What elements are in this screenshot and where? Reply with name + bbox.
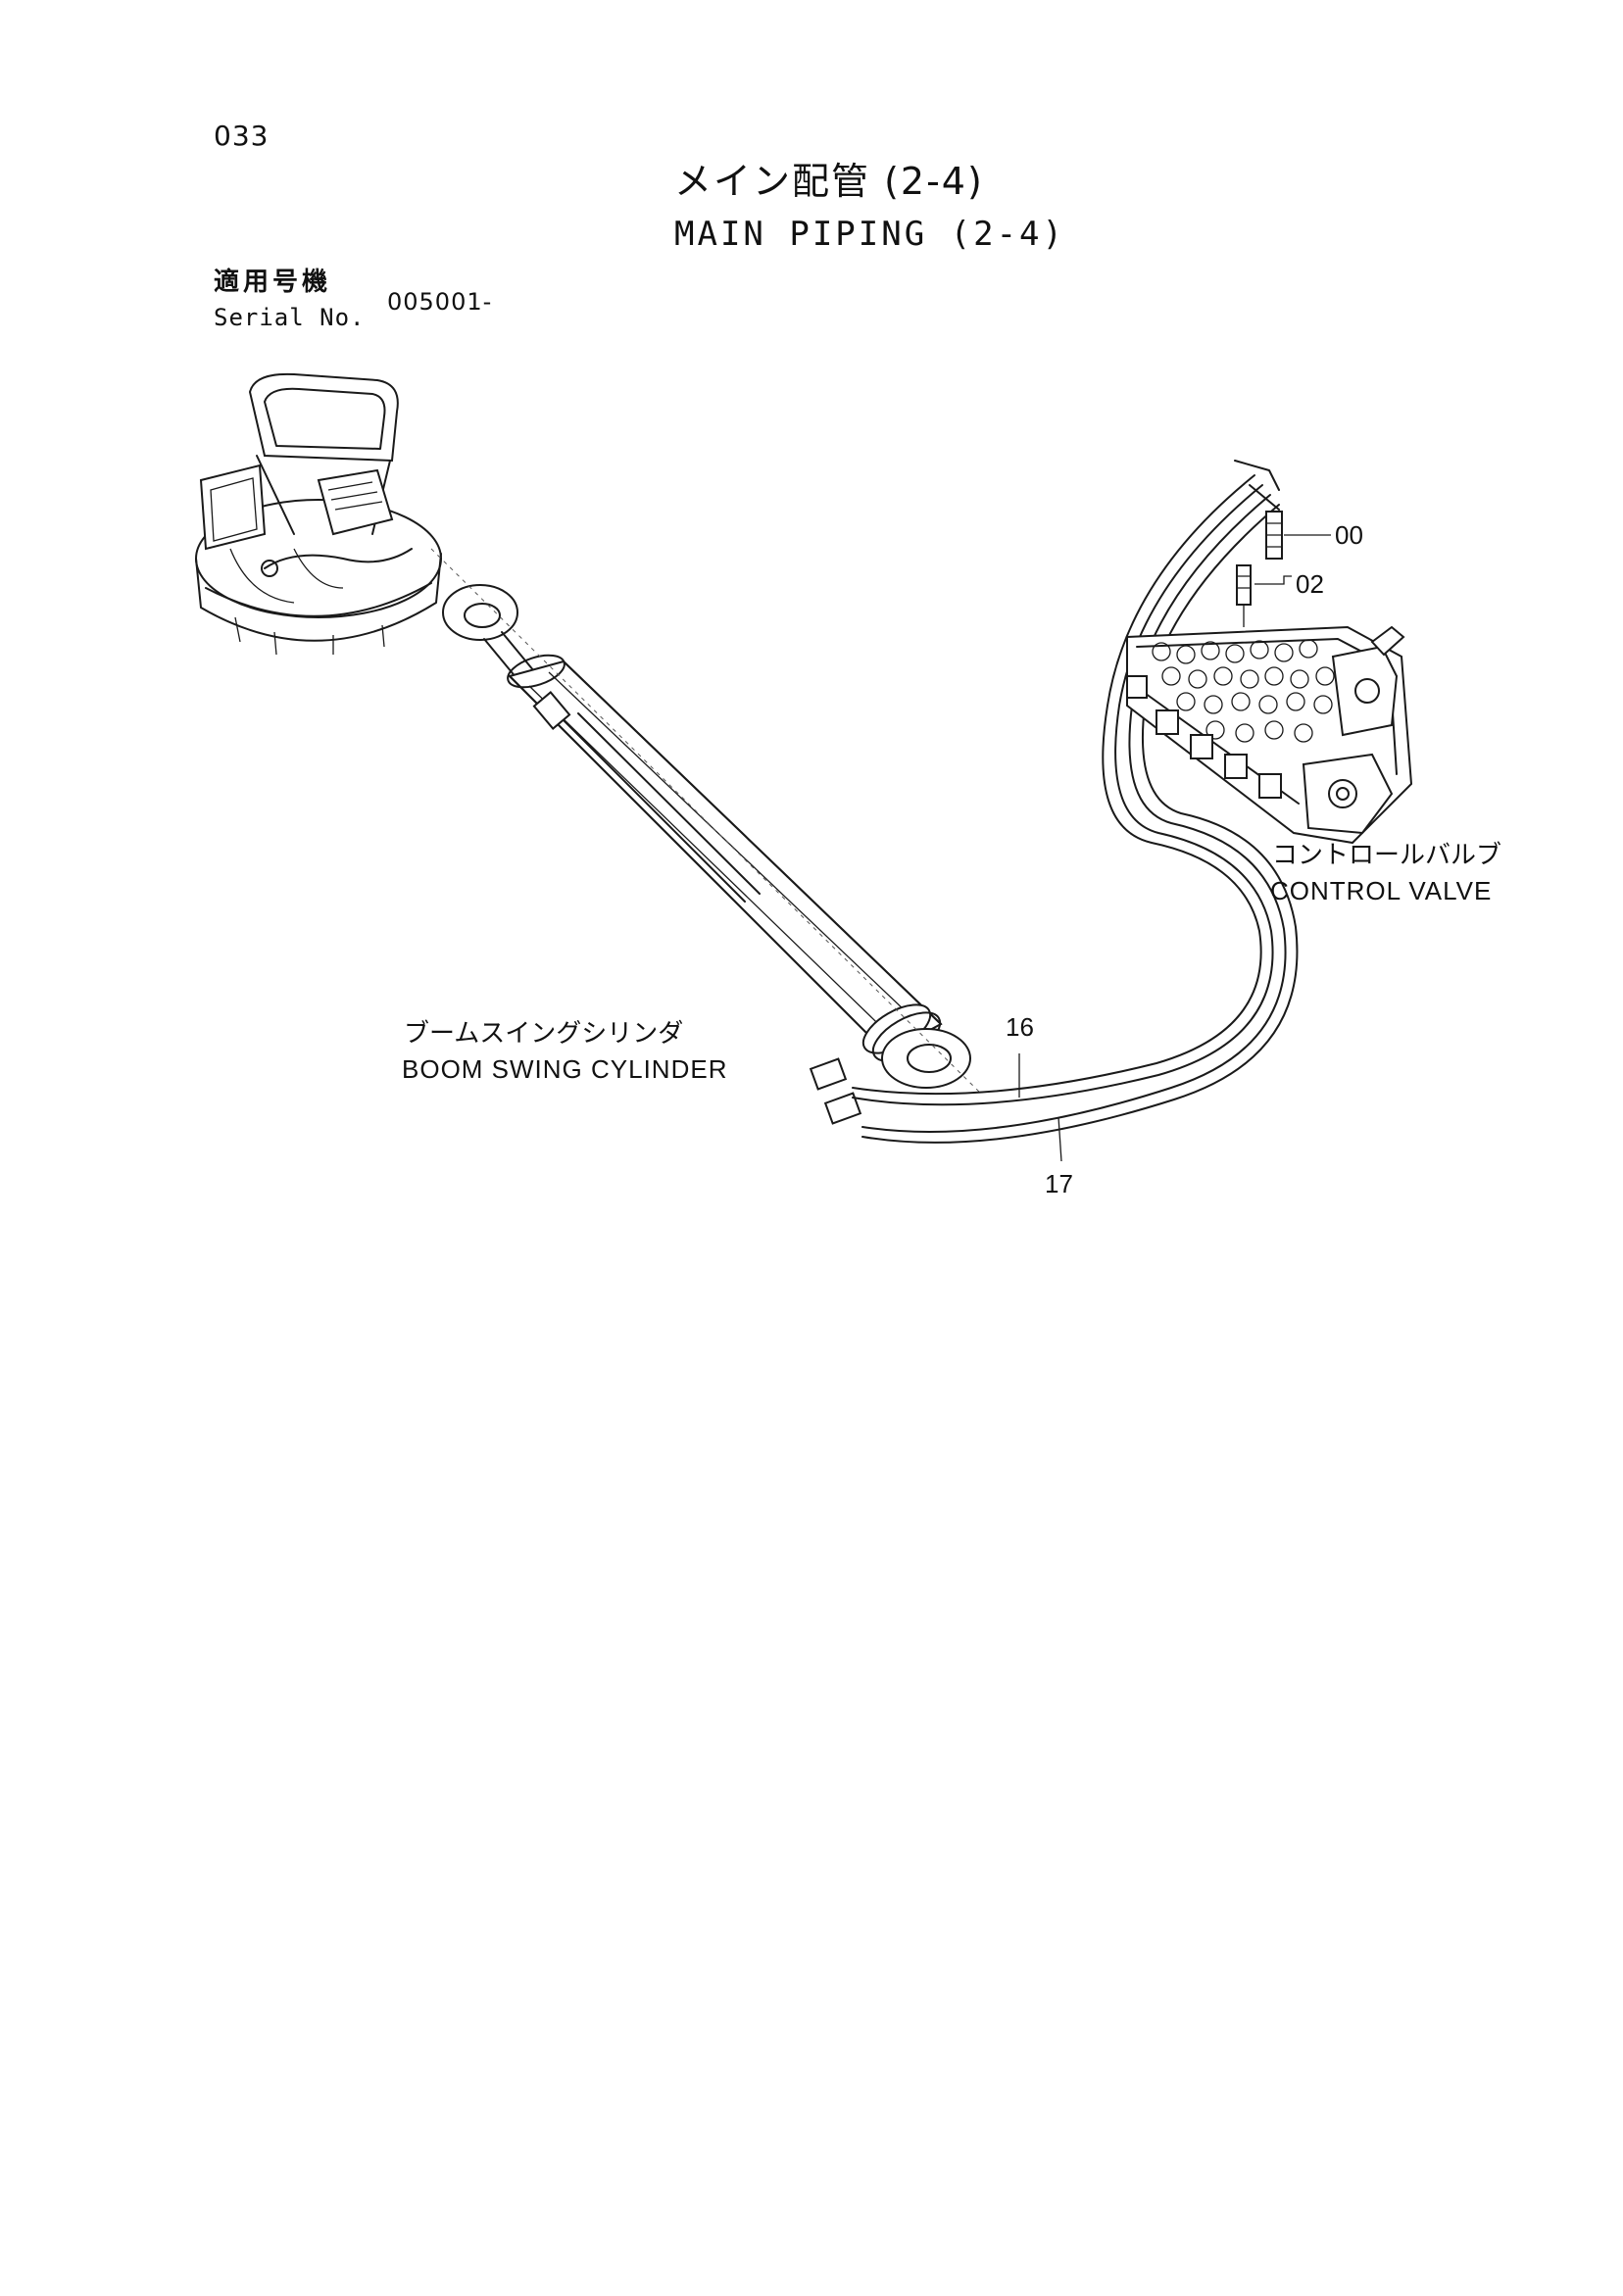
serial-label-japanese: 適用号機 — [214, 268, 332, 297]
callout-17: 17 — [1045, 1169, 1073, 1198]
excavator-upper-structure-illustration — [195, 372, 442, 656]
boom-swing-cylinder-label-english: BOOM SWING CYLINDER — [402, 1054, 728, 1084]
callout-00: 00 — [1335, 520, 1363, 550]
page-number: 033 — [214, 120, 270, 152]
control-valve-label-japanese: コントロールバルブ — [1272, 841, 1502, 870]
control-valve-illustration — [1126, 625, 1413, 845]
control-valve-label-english: CONTROL VALVE — [1270, 876, 1493, 905]
page-title-japanese: メイン配管 (2-4) — [674, 160, 984, 203]
boom-swing-cylinder-illustration — [430, 548, 981, 1125]
boom-swing-cylinder-label-japanese: ブームスイングシリンダ — [404, 1019, 684, 1049]
serial-label-english: Serial No. — [214, 304, 366, 331]
serial-number-value: 005001- — [387, 288, 493, 316]
leader-line-02 — [1254, 575, 1292, 585]
leader-line-17 — [1057, 1116, 1062, 1162]
callout-02: 02 — [1296, 569, 1324, 599]
callout-16: 16 — [1006, 1012, 1034, 1042]
fittings-00-02 — [1018, 511, 1331, 1162]
page-title-english: MAIN PIPING (2-4) — [674, 215, 1065, 254]
